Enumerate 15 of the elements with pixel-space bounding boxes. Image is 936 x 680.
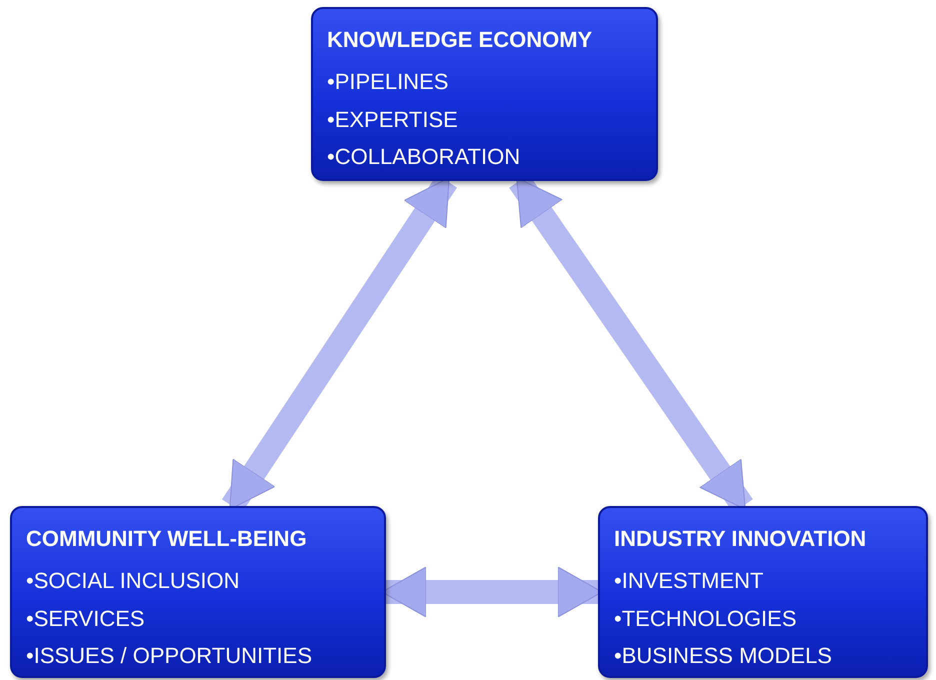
bullet-item: •EXPERTISE <box>327 106 459 134</box>
category-box <box>10 506 386 678</box>
box-heading: COMMUNITY WELL-BEING <box>26 525 308 553</box>
bullet-item: •BUSINESS MODELS <box>614 642 833 670</box>
bullet-item: •SOCIAL INCLUSION <box>26 567 240 595</box>
box-heading: INDUSTRY INNOVATION <box>614 525 868 553</box>
bullet-item: •PIPELINES <box>327 68 450 96</box>
category-box <box>598 506 928 678</box>
bullet-item: •ISSUES / OPPORTUNITIES <box>26 642 314 670</box>
bullet-item: •TECHNOLOGIES <box>614 604 798 632</box>
bullet-item: •COLLABORATION <box>327 143 522 171</box>
category-box <box>311 7 658 181</box>
bullet-item: •INVESTMENT <box>614 567 764 595</box>
box-heading: KNOWLEDGE ECONOMY <box>327 26 594 54</box>
bullet-item: •SERVICES <box>26 604 146 632</box>
